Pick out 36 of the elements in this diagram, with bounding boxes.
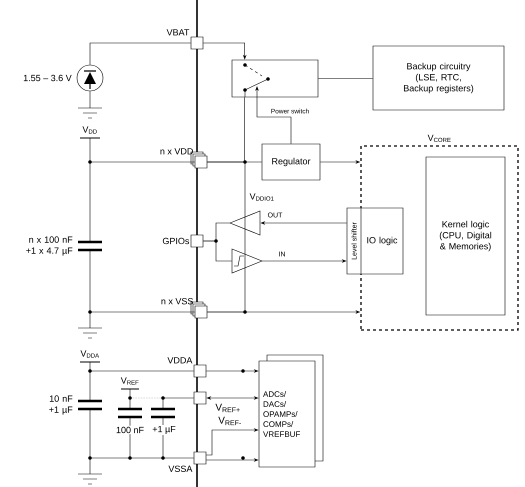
text-label: 100 nF: [115, 426, 146, 434]
node-label: VBAT: [166, 29, 190, 36]
node-label: V$_{CORE}$: [428, 134, 451, 142]
wire: [207, 162, 246, 312]
text-label: +1 µF: [151, 424, 177, 436]
pin-pad: n x VDD: [160, 148, 208, 168]
text-label: V$_{DDIO1}$: [250, 193, 274, 201]
pin-pad: VDDA: [167, 357, 206, 378]
edge-label: V$_{REF-}$: [217, 416, 243, 426]
pin-pad: VSSA: [168, 452, 206, 472]
wire: [318, 78, 373, 79]
pin-pad: GPIOs: [162, 234, 204, 248]
text-label: V$_{DDA}$: [80, 350, 100, 358]
pin-pad: n x VSS: [161, 298, 208, 318]
text-label: 1.55 – 3.6 V: [24, 74, 72, 82]
node-label: n x VDD: [160, 148, 193, 154]
pin-pad: VBAT: [166, 29, 204, 50]
text-label: n x 100 nF +1 x 4.7 µF: [26, 236, 72, 256]
switch-box: [232, 60, 318, 98]
wire: [90, 42, 191, 65]
text-label: V$_{DD}$: [82, 126, 97, 134]
text-label: V$_{REF}$: [120, 377, 139, 385]
block-box: Backup circuitry (LSE, RTC, Backup registers): [372, 46, 504, 110]
block-box: Regulator: [262, 144, 320, 180]
block-box: ADCs/ DACs/ OPAMPs/ COMPs/ VREFBUF: [258, 354, 324, 468]
wire: [203, 240, 232, 262]
text-label: 10 nF +1 µF: [49, 395, 72, 415]
node-label: VSSA: [168, 466, 192, 472]
edge-label: V$_{REF+}$: [214, 402, 242, 414]
node-label: GPIOs: [162, 238, 190, 244]
buffer-symbol: [232, 248, 263, 274]
block-box: Kernel logic (CPU, Digital & Memories): [426, 156, 506, 316]
node-label: VDDA: [167, 357, 192, 364]
node-label: n x VSS: [161, 298, 193, 304]
pin-pad: [194, 392, 206, 404]
battery-symbol: [76, 64, 104, 92]
